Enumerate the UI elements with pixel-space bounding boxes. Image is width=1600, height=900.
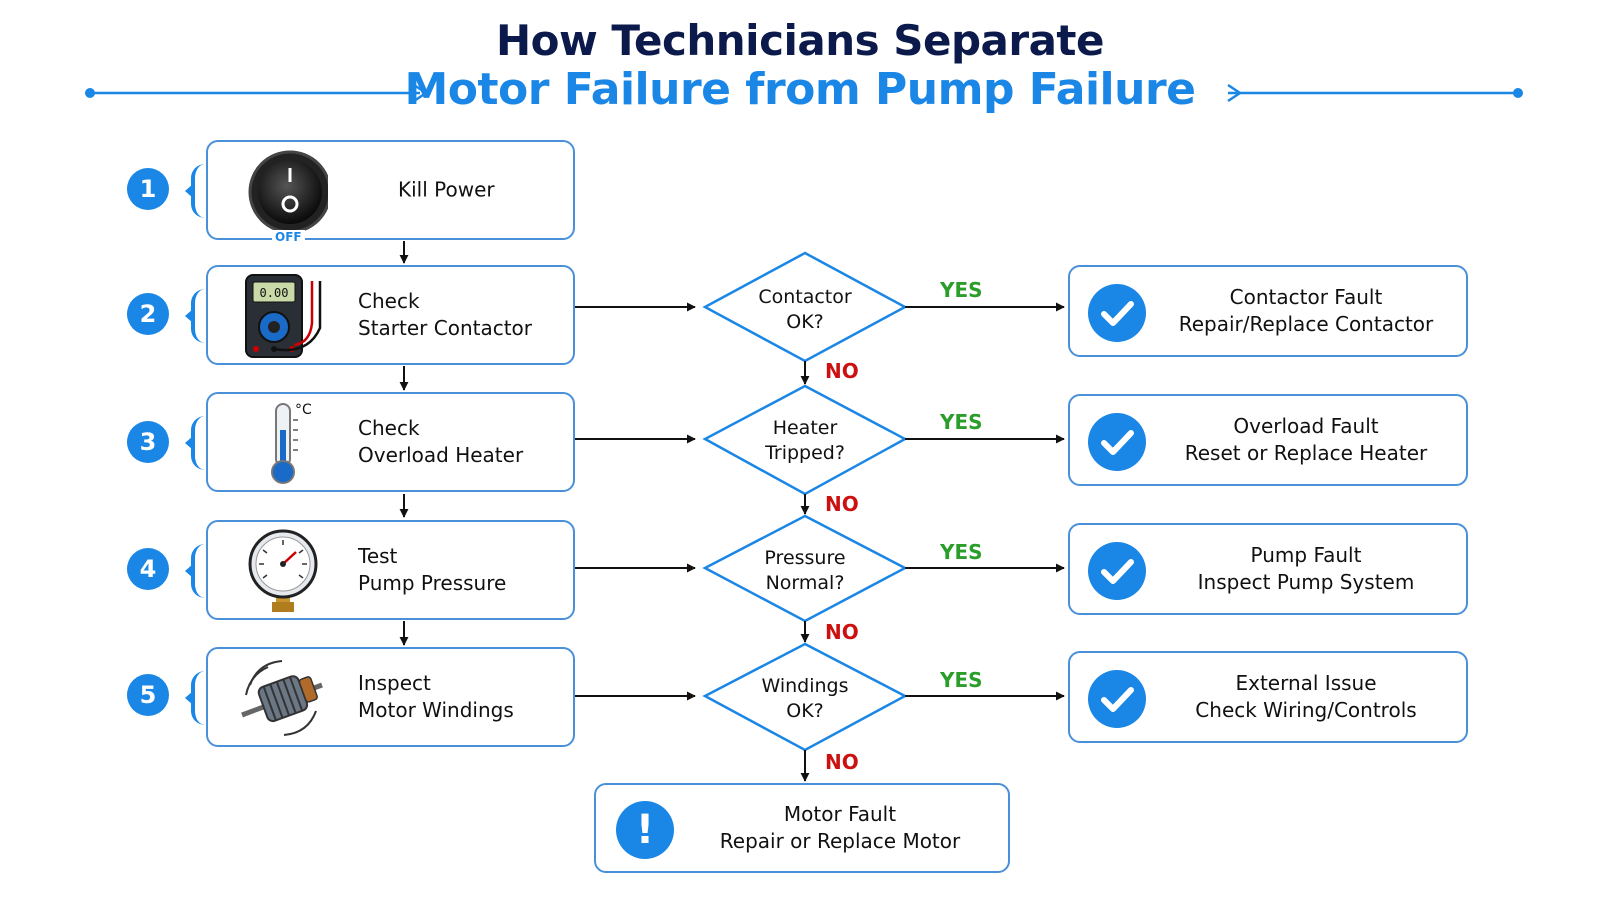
yes-label-1: YES (940, 278, 983, 302)
outcome-box-contactor-fault: Contactor Fault Repair/Replace Contactor (1068, 265, 1468, 357)
pressure-gauge-icon (238, 528, 328, 614)
step-bracket (185, 164, 205, 218)
step-bracket (185, 289, 205, 343)
yes-label-3: YES (940, 540, 983, 564)
outcome-box-overload-fault: Overload Fault Reset or Replace Heater (1068, 394, 1468, 486)
decision-line: OK? (786, 311, 824, 333)
step-label: Check Overload Heater (358, 416, 524, 467)
decision-text-1: Contactor OK? (730, 285, 880, 335)
motor-armature-icon (238, 655, 328, 741)
multimeter-icon: 0.00 (238, 273, 328, 359)
decision-line: Pressure (764, 547, 846, 569)
step-label: Inspect Motor Windings (358, 671, 514, 722)
decision-line: Contactor (758, 286, 852, 308)
checkmark-icon (1088, 284, 1146, 342)
step-number-2: 2 (127, 293, 169, 335)
power-switch-icon (238, 148, 332, 234)
decision-text-3: Pressure Normal? (730, 546, 880, 596)
title-rule-left (85, 83, 429, 103)
decision-line: OK? (786, 700, 824, 722)
outcome-title: Contactor Fault (1229, 285, 1383, 309)
step-number-4: 4 (127, 548, 169, 590)
yes-label-4: YES (940, 668, 983, 692)
outcome-text: Contactor Fault Repair/Replace Contactor (1154, 284, 1458, 338)
outcome-box-external-issue: External Issue Check Wiring/Controls (1068, 651, 1468, 743)
step-number-1: 1 (127, 168, 169, 210)
outcome-action: Inspect Pump System (1197, 570, 1415, 594)
outcome-box-motor-fault: ! Motor Fault Repair or Replace Motor (594, 783, 1010, 873)
outcome-text: Overload Fault Reset or Replace Heater (1154, 413, 1458, 467)
outcome-title: Overload Fault (1233, 414, 1379, 438)
yes-label-2: YES (940, 410, 983, 434)
meter-reading: 0.00 (260, 286, 289, 300)
checkmark-icon (1088, 413, 1146, 471)
decision-line: Normal? (765, 572, 845, 594)
step-bracket (185, 544, 205, 598)
step-label: Test Pump Pressure (358, 544, 507, 595)
step-label: Check Starter Contactor (358, 289, 533, 340)
outcome-text: External Issue Check Wiring/Controls (1154, 670, 1458, 724)
decision-text-4: Windings OK? (730, 674, 880, 724)
outcome-action: Repair/Replace Contactor (1178, 312, 1434, 336)
page-title: How Technicians Separate (496, 16, 1105, 65)
step-number-5: 5 (127, 674, 169, 716)
decision-line: Heater (772, 417, 838, 439)
step-bracket (185, 416, 205, 470)
outcome-title: External Issue (1235, 671, 1377, 695)
checkmark-icon (1088, 670, 1146, 728)
step-box-check-contactor: 0.00 Check Starter Contactor (185, 265, 575, 365)
checkmark-icon (1088, 542, 1146, 600)
step-box-test-pressure: Test Pump Pressure (185, 520, 575, 620)
outcome-action: Check Wiring/Controls (1195, 698, 1417, 722)
step-box-check-overload: °C Check Overload Heater (185, 392, 575, 492)
decision-line: Windings (761, 675, 849, 697)
outcome-box-pump-fault: Pump Fault Inspect Pump System (1068, 523, 1468, 615)
title-rule-right (1227, 83, 1523, 103)
no-label-4: NO (825, 750, 859, 774)
outcome-title: Motor Fault (783, 802, 897, 826)
exclamation-icon: ! (616, 801, 674, 859)
no-label-1: NO (825, 359, 859, 383)
outcome-title: Pump Fault (1250, 543, 1362, 567)
no-label-2: NO (825, 492, 859, 516)
outcome-action: Reset or Replace Heater (1184, 441, 1428, 465)
step-box-kill-power: OFF Kill Power (185, 140, 575, 244)
decision-line: Tripped? (765, 442, 845, 464)
outcome-text: Pump Fault Inspect Pump System (1154, 542, 1458, 596)
thermometer-unit: °C (295, 402, 312, 418)
decision-text-2: Heater Tripped? (730, 416, 880, 466)
outcome-action: Repair or Replace Motor (719, 829, 961, 853)
step-number-3: 3 (127, 421, 169, 463)
outcome-text: Motor Fault Repair or Replace Motor (682, 801, 998, 855)
step-bracket (185, 671, 205, 725)
step-box-inspect-windings: Inspect Motor Windings (185, 647, 575, 747)
thermometer-icon: °C (238, 400, 328, 486)
step-label: Kill Power (398, 177, 495, 202)
no-label-3: NO (825, 620, 859, 644)
page-subtitle: Motor Failure from Pump Failure (404, 64, 1196, 115)
power-off-caption: OFF (272, 230, 305, 244)
